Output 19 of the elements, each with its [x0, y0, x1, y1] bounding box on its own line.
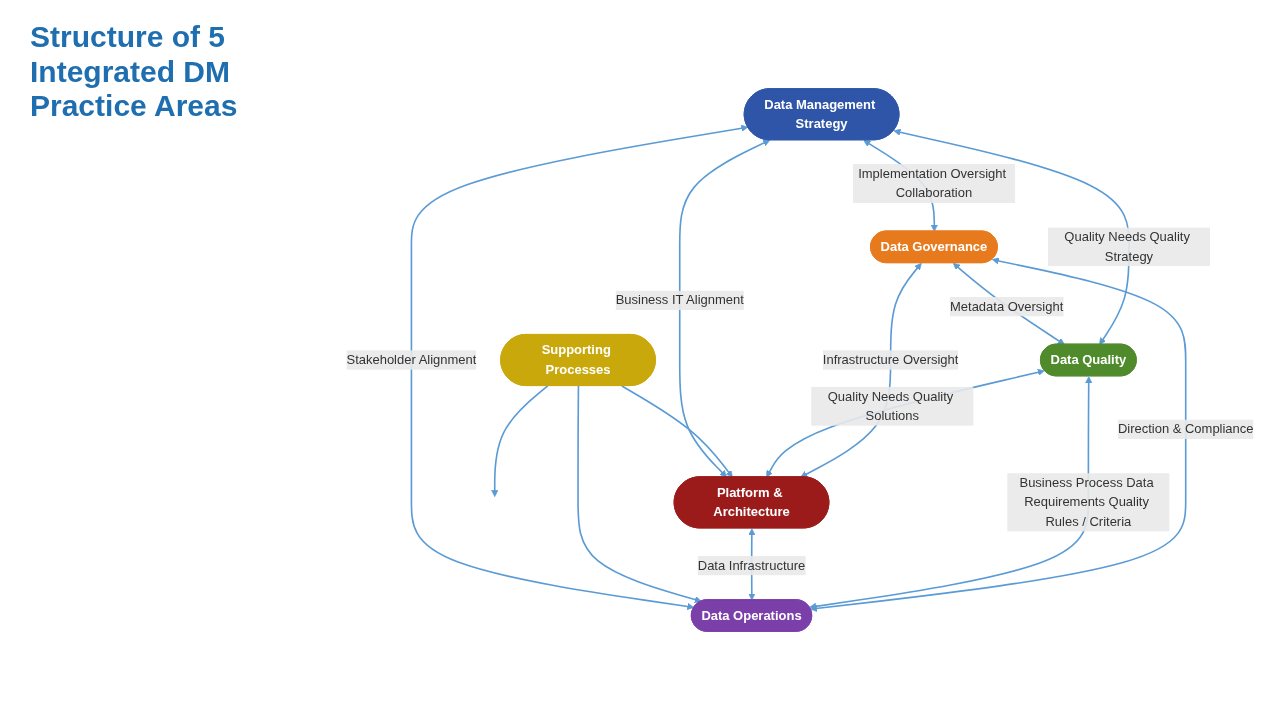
edge-label: Implementation Oversight Collaboration [858, 166, 1007, 200]
arrow [810, 257, 1187, 612]
edge-label: Infrastructure Oversight [822, 352, 959, 367]
edge-label: Data Infrastructure [697, 558, 806, 573]
arrow [410, 124, 749, 610]
edge-label: Direction & Compliance [1117, 422, 1254, 436]
arrow [809, 376, 1093, 610]
arrow [491, 385, 549, 497]
edge-label: Quality Needs Quality Strategy [1064, 229, 1190, 264]
edge-label: Metadata Oversight [950, 299, 1064, 314]
edge-label: Business Process Data Requirements Quality Rules / Criteria [1019, 475, 1154, 529]
arrow [678, 139, 771, 478]
diagram-title: Structure of 5 Integrated DM Practice Areas [30, 20, 239, 124]
edge-label: Quality Needs Quality Solutions [827, 389, 954, 423]
edge-label: Business IT Alignment [615, 293, 744, 307]
arrow [766, 368, 1045, 478]
edge-label: Stakeholder Alignment [346, 352, 477, 367]
arrow [621, 385, 733, 478]
arrow [577, 385, 702, 603]
